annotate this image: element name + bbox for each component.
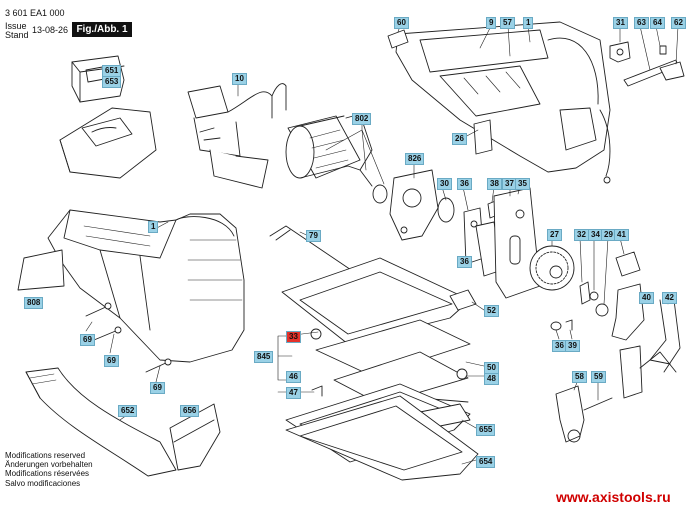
part-label-48: 48 <box>484 373 499 385</box>
modifications-es: Salvo modificaciones <box>5 478 81 488</box>
pin-39 <box>565 319 573 331</box>
part-label-653: 653 <box>102 76 122 88</box>
part-label-29: 29 <box>601 229 616 241</box>
blade-guard <box>169 403 221 471</box>
part-label-59: 59 <box>591 371 606 383</box>
part-label-39: 39 <box>565 340 580 352</box>
label-sticker <box>17 249 65 291</box>
modifications-fr: Modifications réservées <box>5 469 90 479</box>
website-watermark: www.axistools.ru <box>556 489 671 505</box>
part-label-32: 32 <box>574 229 589 241</box>
part-label-40: 40 <box>639 292 654 304</box>
part-label-1-top: 1 <box>523 17 534 29</box>
foot-plate-lower <box>285 395 479 481</box>
part-label-69-b: 69 <box>104 355 119 367</box>
part-label-655: 655 <box>476 424 496 436</box>
hex-key <box>269 225 361 277</box>
issue-date: 13-08-26 <box>32 25 69 35</box>
part-label-69-a: 69 <box>80 334 95 346</box>
part-label-36-a: 36 <box>457 178 472 190</box>
part-label-1-left: 1 <box>148 221 159 233</box>
part-label-46: 46 <box>286 371 301 383</box>
part-label-10: 10 <box>232 73 247 85</box>
part-label-35: 35 <box>515 178 530 190</box>
roller-bracket-58 <box>555 385 585 443</box>
part-label-64: 64 <box>650 17 665 29</box>
part-label-57: 57 <box>500 17 515 29</box>
figure-label: Fig./Abb. 1 <box>72 22 132 37</box>
screw-47 <box>311 385 323 397</box>
part-label-826: 826 <box>405 153 425 165</box>
part-label-26: 26 <box>452 133 467 145</box>
document-number: 3 601 EA1 000 <box>5 8 65 18</box>
screws <box>85 302 172 373</box>
clamp-31 <box>609 41 631 63</box>
part-label-802: 802 <box>352 113 372 125</box>
part-label-52: 52 <box>484 305 499 317</box>
part-label-60: 60 <box>394 17 409 29</box>
base-plate <box>281 257 471 405</box>
part-label-42: 42 <box>662 292 677 304</box>
lever-assembly <box>611 283 681 399</box>
issue-label: Issue <box>5 21 27 31</box>
nut-64 <box>659 45 667 55</box>
part-label-47: 47 <box>286 387 301 399</box>
part-label-30: 30 <box>437 178 452 190</box>
bracket-26 <box>473 119 493 155</box>
part-label-652: 652 <box>118 405 138 417</box>
part-label-31: 31 <box>613 17 628 29</box>
part-label-58: 58 <box>572 371 587 383</box>
part-label-654: 654 <box>476 456 496 468</box>
lever-62 <box>659 61 685 81</box>
modifications-notice: Modifications reserved Änderungen vorbeh… <box>5 451 93 488</box>
gear-27 <box>529 245 575 291</box>
switch-assembly <box>187 83 287 189</box>
part-label-41: 41 <box>614 229 629 241</box>
part-label-808: 808 <box>24 297 44 309</box>
housing-half-left <box>47 209 245 363</box>
modifications-en: Modifications reserved <box>5 451 86 460</box>
part-label-9: 9 <box>486 17 497 29</box>
modifications-de: Änderungen vorbehalten <box>5 460 93 470</box>
housing-half-top <box>395 21 611 184</box>
dust-adapter <box>25 367 177 477</box>
part-label-38: 38 <box>487 178 502 190</box>
plunger-37 <box>493 187 541 299</box>
clip-60 <box>387 29 409 49</box>
washer-30 <box>437 197 455 223</box>
pin-59 <box>583 397 613 411</box>
part-label-656: 656 <box>180 405 200 417</box>
gear-housing <box>389 169 439 241</box>
part-label-62: 62 <box>671 17 686 29</box>
stand-label: Stand <box>5 30 29 40</box>
part-label-33-highlighted: 33 <box>286 331 301 343</box>
roller-41 <box>615 251 641 277</box>
part-label-79: 79 <box>306 230 321 242</box>
motor <box>285 113 388 204</box>
block-52 <box>449 289 477 311</box>
washer-36-lower <box>550 321 562 331</box>
small-parts-32-34-29 <box>579 281 609 317</box>
part-label-36-b: 36 <box>457 256 472 268</box>
part-label-845: 845 <box>254 351 274 363</box>
part-label-63: 63 <box>634 17 649 29</box>
charger <box>59 107 157 179</box>
part-label-69-c: 69 <box>150 382 165 394</box>
part-label-27: 27 <box>547 229 562 241</box>
